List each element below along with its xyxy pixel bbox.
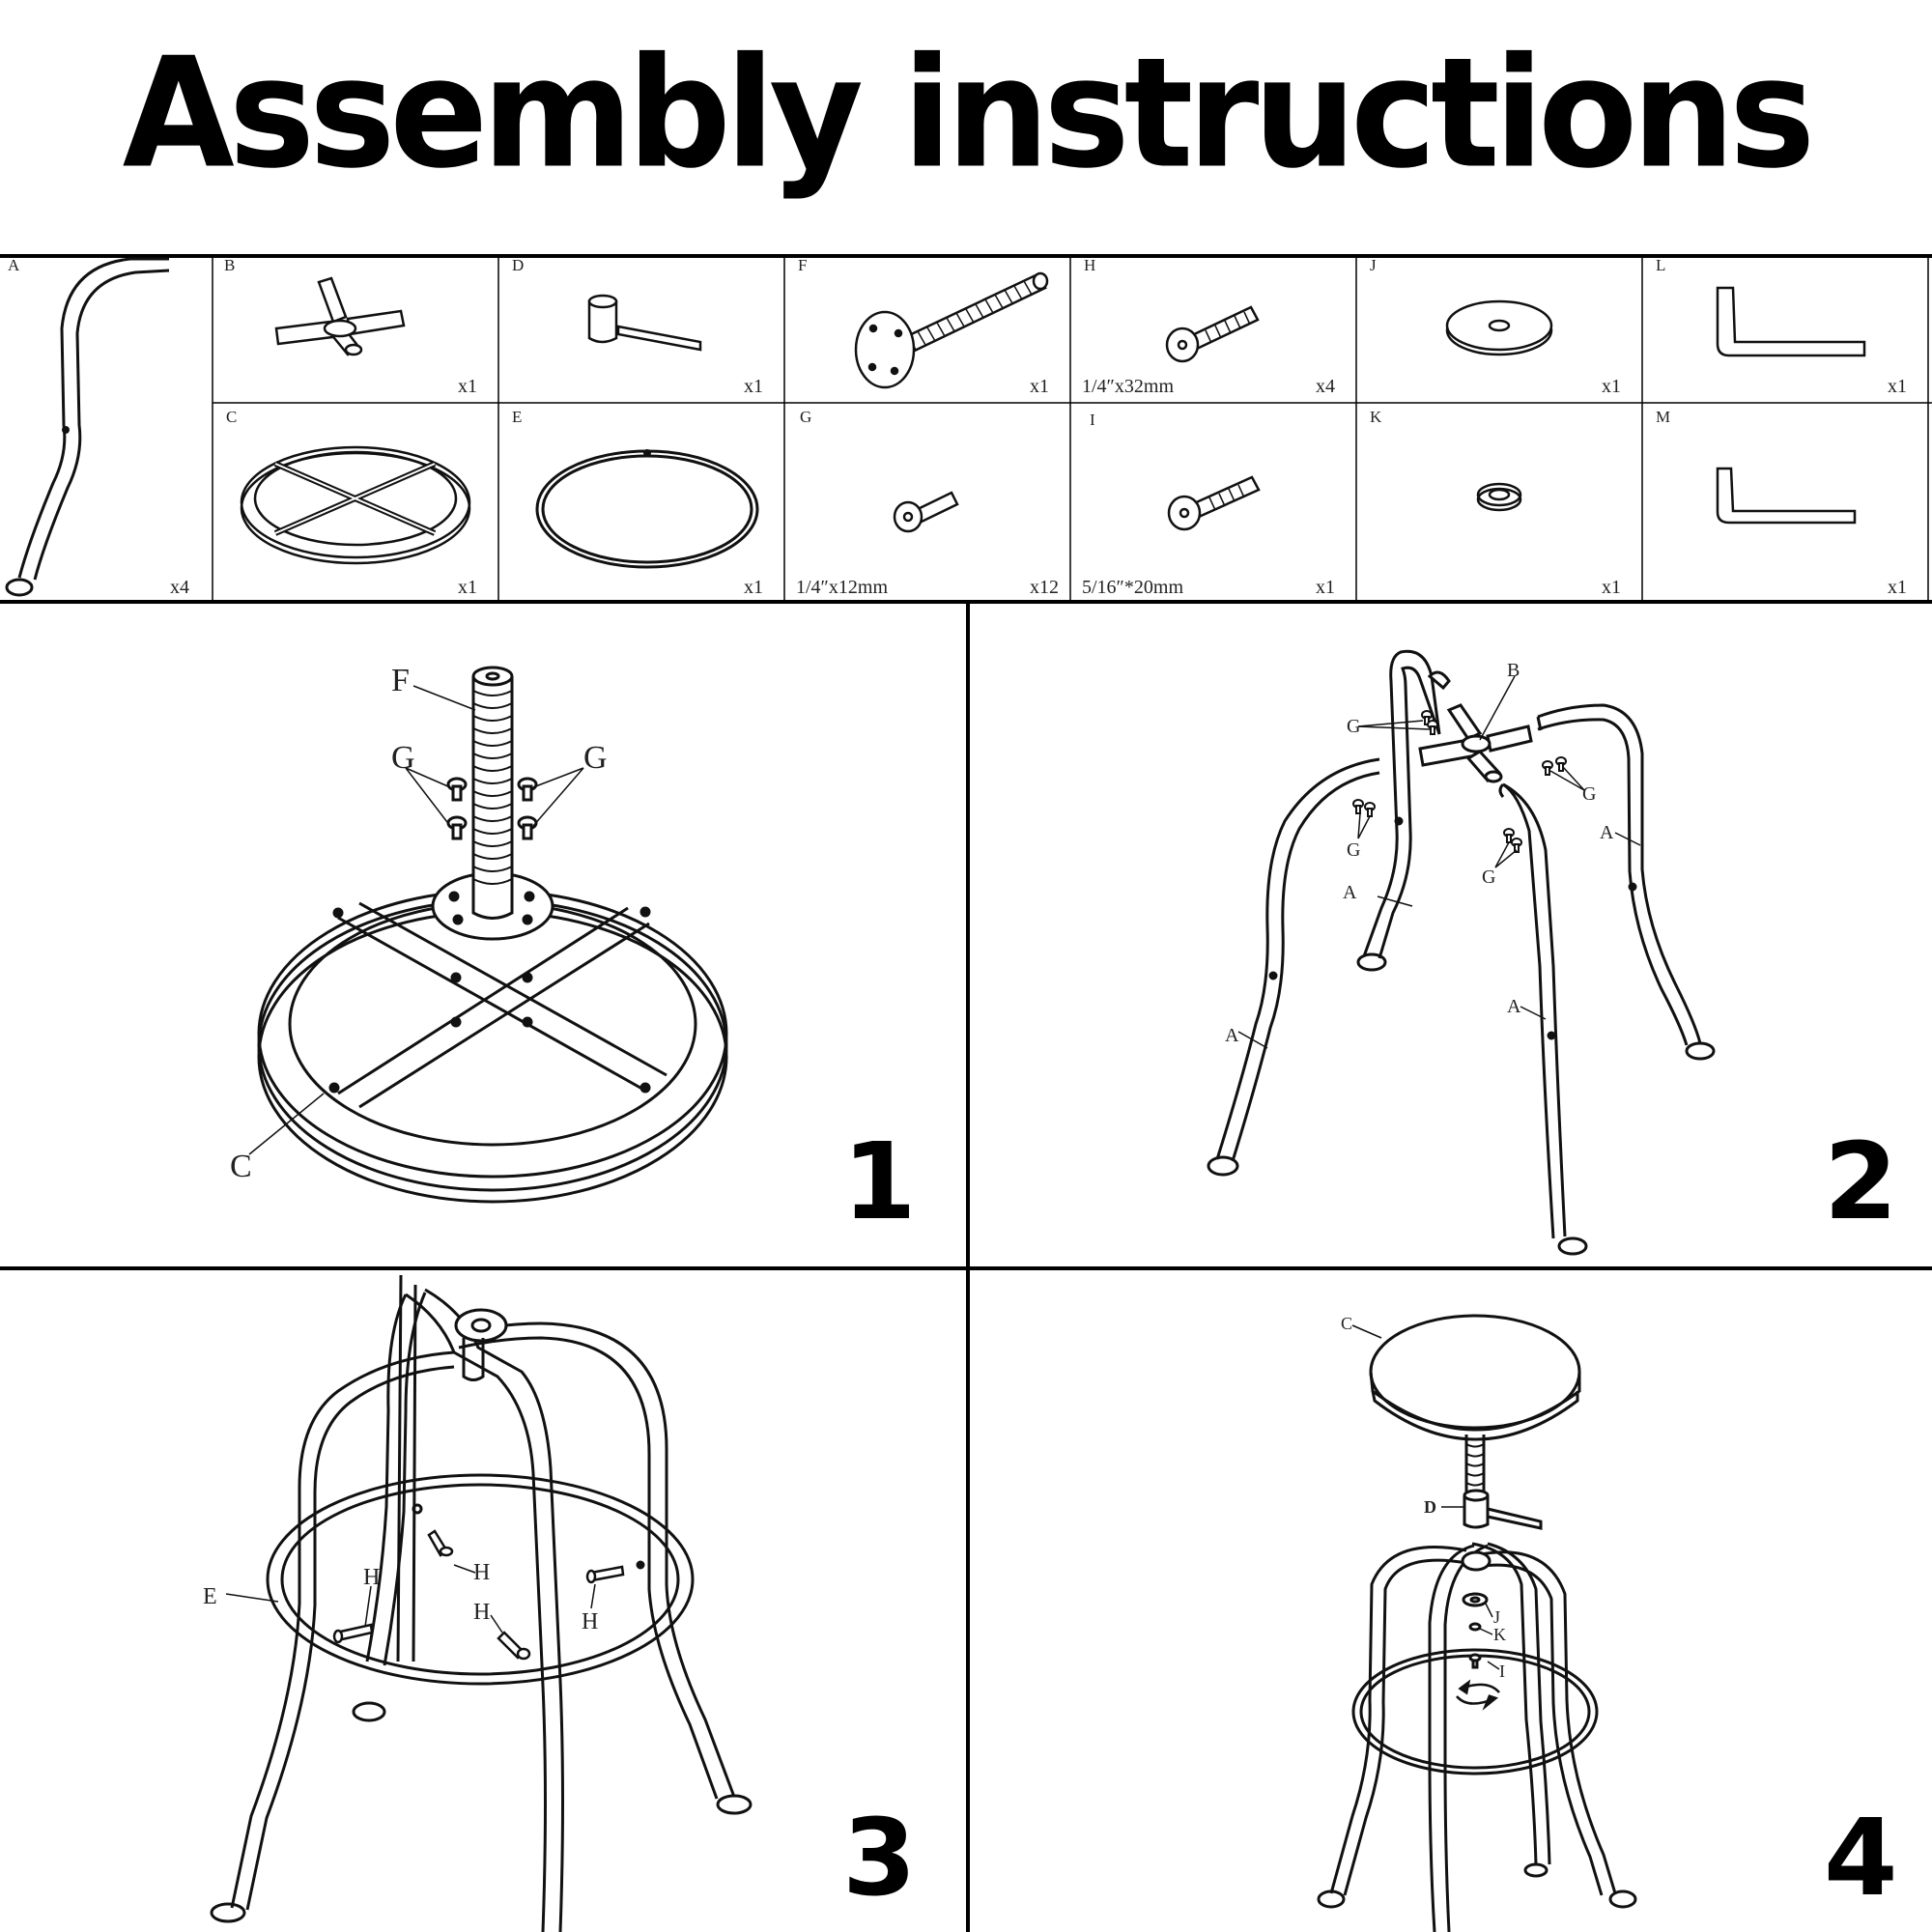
step-3-drawing bbox=[210, 1274, 753, 1932]
part-l-qty: x1 bbox=[1888, 376, 1907, 397]
step-4-drawing bbox=[1317, 1314, 1637, 1932]
part-e-foot-ring-drawing bbox=[535, 449, 759, 569]
step-4-label-j: J bbox=[1493, 1607, 1500, 1627]
step-1-label-f: F bbox=[391, 663, 410, 698]
step-2-label-g-2: G bbox=[1582, 783, 1596, 805]
part-h-letter: H bbox=[1084, 256, 1096, 274]
step-3-labels: E H H H H bbox=[203, 1560, 598, 1634]
step-4-label-k: K bbox=[1493, 1625, 1506, 1644]
step-1-label-g-left: G bbox=[391, 740, 415, 776]
step-3-label-e: E bbox=[203, 1584, 217, 1609]
step-2-label-g-4: G bbox=[1482, 867, 1495, 888]
part-k-split-ring-drawing bbox=[1476, 482, 1522, 512]
part-c-seat-frame-drawing bbox=[240, 445, 471, 565]
step-2-number: 2 bbox=[1824, 1120, 1898, 1243]
step-4-label-c: C bbox=[1341, 1314, 1352, 1333]
part-g-spec: 1/4″x12mm bbox=[796, 577, 888, 598]
part-c-letter: C bbox=[226, 408, 238, 426]
step-1-label-g-right: G bbox=[583, 740, 608, 776]
step-1-labels: F G G C bbox=[230, 663, 608, 1184]
part-i-spec: 5/16″*20mm bbox=[1082, 577, 1183, 598]
part-j-washer-drawing bbox=[1445, 299, 1553, 356]
step-3-label-h-4: H bbox=[582, 1609, 598, 1634]
step-2-label-a-1: A bbox=[1343, 882, 1357, 903]
part-i-qty: x1 bbox=[1316, 577, 1335, 598]
part-l-letter: L bbox=[1656, 256, 1666, 274]
part-b-qty: x1 bbox=[458, 376, 477, 397]
part-d-wrench-drawing bbox=[587, 294, 702, 352]
part-d-letter: D bbox=[512, 256, 525, 274]
step-4-number: 4 bbox=[1824, 1796, 1898, 1919]
step-3-label-h-1: H bbox=[363, 1565, 380, 1590]
part-l-allen-key-drawing bbox=[1716, 286, 1866, 357]
part-c-qty: x1 bbox=[458, 577, 477, 598]
part-i-letter: I bbox=[1090, 411, 1095, 429]
step-3-label-h-2: H bbox=[473, 1560, 490, 1585]
part-h-qty: x4 bbox=[1316, 376, 1335, 397]
step-4-label-i: I bbox=[1499, 1662, 1505, 1681]
part-h-bolt-drawing bbox=[1165, 305, 1260, 363]
part-a-leg-drawing bbox=[5, 257, 170, 597]
part-g-qty: x12 bbox=[1030, 577, 1059, 598]
step-4-labels: C D J K I bbox=[1341, 1314, 1506, 1681]
part-j-qty: x1 bbox=[1602, 376, 1621, 397]
step-1-label-c: C bbox=[230, 1149, 252, 1184]
part-b-letter: B bbox=[224, 256, 236, 274]
part-m-qty: x1 bbox=[1888, 577, 1907, 598]
part-e-qty: x1 bbox=[744, 577, 763, 598]
step-2-labels: B G G G G A A A A bbox=[1225, 660, 1614, 1046]
step-3-number: 3 bbox=[842, 1796, 917, 1919]
step-3-label-h-3: H bbox=[473, 1600, 490, 1625]
part-k-letter: K bbox=[1370, 408, 1382, 426]
part-h-spec: 1/4″x32mm bbox=[1082, 376, 1174, 397]
part-a-qty: x4 bbox=[170, 577, 189, 598]
steps-grid bbox=[0, 602, 1932, 1932]
part-m-letter: M bbox=[1656, 408, 1671, 426]
step-2-label-g-1: G bbox=[1347, 716, 1360, 737]
part-d-qty: x1 bbox=[744, 376, 763, 397]
step-2-label-b: B bbox=[1507, 660, 1520, 681]
step-4-label-d: D bbox=[1424, 1497, 1436, 1517]
part-e-letter: E bbox=[512, 408, 523, 426]
part-f-threaded-rod-drawing bbox=[854, 271, 1049, 389]
part-f-letter: F bbox=[798, 256, 808, 274]
part-i-bolt-drawing bbox=[1167, 475, 1261, 531]
part-f-qty: x1 bbox=[1030, 376, 1049, 397]
step-2-label-a-3: A bbox=[1225, 1025, 1239, 1046]
part-m-allen-key-drawing bbox=[1716, 467, 1857, 525]
part-a-letter: A bbox=[8, 256, 20, 274]
step-1-number: 1 bbox=[842, 1120, 917, 1243]
step-2-label-g-3: G bbox=[1347, 839, 1360, 861]
step-2-label-a-2: A bbox=[1600, 822, 1614, 843]
part-b-hub-drawing bbox=[274, 276, 406, 356]
step-1-drawing bbox=[248, 666, 728, 1204]
part-g-letter: G bbox=[800, 408, 812, 426]
page-title: Assembly instructions bbox=[122, 25, 1816, 203]
part-j-letter: J bbox=[1370, 256, 1377, 274]
part-g-small-bolt-drawing bbox=[893, 491, 959, 533]
step-2-drawing bbox=[1207, 649, 1716, 1256]
step-2-label-a-4: A bbox=[1507, 996, 1521, 1017]
part-k-qty: x1 bbox=[1602, 577, 1621, 598]
